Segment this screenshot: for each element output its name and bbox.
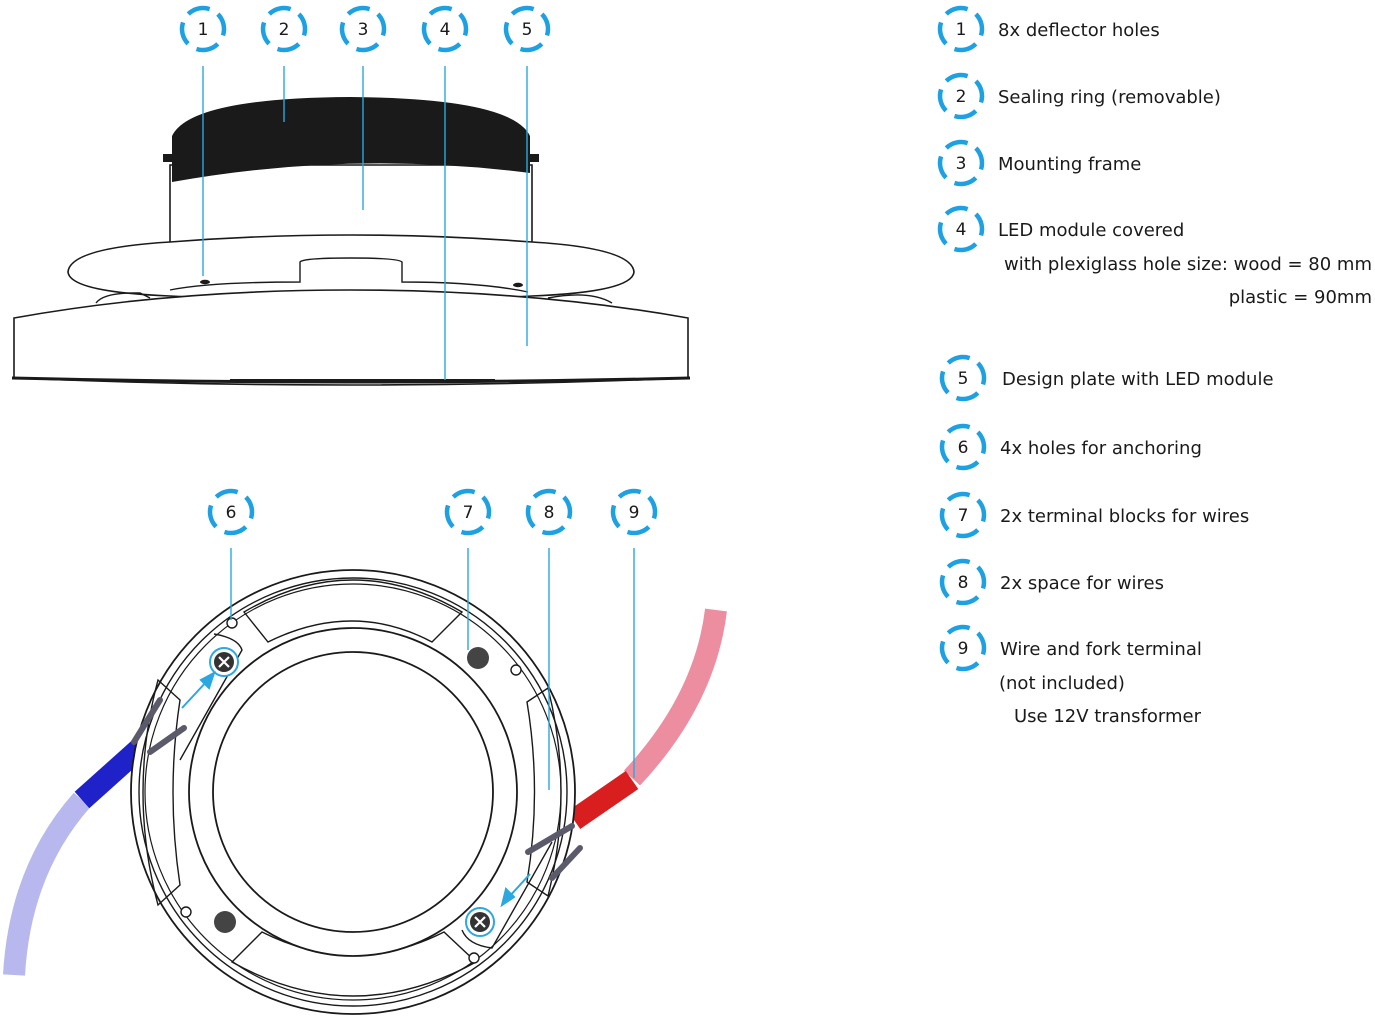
callout-7: 7 (438, 482, 497, 541)
anchor-hole (226, 617, 238, 629)
svg-text:5: 5 (522, 20, 533, 40)
anchor-hole (180, 906, 192, 918)
outer-plate-inner-rim (138, 577, 568, 1007)
legend-item-5: 5 Design plate with LED module (933, 348, 1274, 407)
positive-wire-sleeve (567, 770, 639, 830)
legend-label-line-2: with plexiglass hole size: wood = 80 mm (1004, 254, 1372, 275)
callout-3: 3 (333, 0, 392, 59)
callout-9: 9 (604, 482, 663, 541)
flange-clip-right (547, 294, 613, 304)
side-view (11, 97, 691, 386)
arrow-to-right-terminal (500, 873, 531, 908)
terminal-screw (214, 911, 236, 933)
legend: 1 8x deflector holes 2 Sealing ring (rem… (931, 0, 1372, 727)
frame-segment-left (142, 678, 181, 907)
legend-item-2: 2 Sealing ring (removable) (931, 66, 1221, 125)
anchor-hole (510, 664, 522, 676)
svg-text:7: 7 (463, 503, 474, 523)
terminal-screw (467, 647, 489, 669)
sealing-ring-tab-right (529, 154, 539, 162)
legend-label: 2x space for wires (1000, 573, 1164, 594)
terminal-wall-left (179, 633, 243, 761)
lens-inner (212, 651, 494, 933)
svg-text:2: 2 (279, 20, 290, 40)
positive-wire-light (623, 608, 727, 786)
svg-text:4: 4 (440, 20, 451, 40)
legend-item-8: 8 2x space for wires (933, 552, 1164, 611)
legend-item-4: 4 LED module covered with plexiglass hol… (931, 199, 1372, 308)
frame-segment-right (526, 686, 562, 898)
legend-label: Mounting frame (998, 154, 1141, 175)
callout-1: 1 (173, 0, 232, 59)
design-plate (13, 289, 689, 386)
callout-8: 8 (519, 482, 578, 541)
legend-label: Sealing ring (removable) (998, 87, 1221, 108)
legend-label: Design plate with LED module (1002, 369, 1274, 390)
deflector-hole (513, 282, 523, 288)
flange-underside (169, 257, 529, 293)
legend-label: 4x holes for anchoring (1000, 438, 1202, 459)
arrow-to-left-terminal (181, 670, 216, 709)
sealing-ring (172, 97, 530, 182)
svg-text:6: 6 (226, 503, 237, 523)
svg-text:9: 9 (958, 639, 969, 659)
bottom-view (3, 569, 727, 1015)
terminal-wall-right (461, 841, 553, 949)
svg-text:3: 3 (956, 154, 967, 174)
callout-6: 6 (201, 482, 260, 541)
design-plate-bottom-edge (11, 376, 691, 384)
legend-item-6: 6 4x holes for anchoring (933, 417, 1202, 476)
legend-item-7: 7 2x terminal blocks for wires (933, 485, 1249, 544)
fork-terminal-left (131, 697, 187, 755)
terminal-screw-left (209, 647, 239, 677)
legend-label: Wire and fork terminal (1000, 639, 1202, 660)
legend-label-line-2: (not included) (999, 673, 1125, 694)
legend-label: 2x terminal blocks for wires (1000, 506, 1249, 527)
fork-terminal-right (525, 823, 583, 881)
negative-wire-sleeve (74, 739, 148, 809)
leader-lines-bottom (230, 548, 635, 790)
legend-item-3: 3 Mounting frame (931, 133, 1141, 192)
svg-text:5: 5 (958, 369, 969, 389)
legend-item-1: 1 8x deflector holes (931, 0, 1160, 59)
svg-text:6: 6 (958, 438, 969, 458)
legend-item-9: 9 Wire and fork terminal (not included) … (933, 618, 1202, 727)
flange-clip-left (95, 292, 151, 304)
callout-2: 2 (254, 0, 313, 59)
terminal-screw-right (465, 907, 495, 937)
legend-label-line-3: plastic = 90mm (1229, 287, 1372, 308)
sealing-ring-tab-left (163, 154, 173, 162)
negative-wire-light (3, 792, 91, 976)
svg-text:4: 4 (956, 220, 967, 240)
frame-segment-top (242, 579, 464, 643)
svg-text:2: 2 (956, 87, 967, 107)
svg-text:7: 7 (958, 506, 969, 526)
callout-5: 5 (497, 0, 556, 59)
svg-text:8: 8 (544, 503, 555, 523)
svg-text:3: 3 (358, 20, 369, 40)
svg-text:1: 1 (956, 20, 967, 40)
anchor-hole (468, 952, 480, 964)
callout-4: 4 (415, 0, 474, 59)
legend-label: 8x deflector holes (998, 20, 1160, 41)
legend-label: LED module covered (998, 220, 1184, 241)
svg-text:1: 1 (198, 20, 209, 40)
svg-text:8: 8 (958, 573, 969, 593)
svg-text:9: 9 (629, 503, 640, 523)
leader-lines-top (202, 66, 528, 380)
legend-label-line-3: Use 12V transformer (1014, 706, 1202, 727)
deflector-hole (200, 279, 210, 285)
